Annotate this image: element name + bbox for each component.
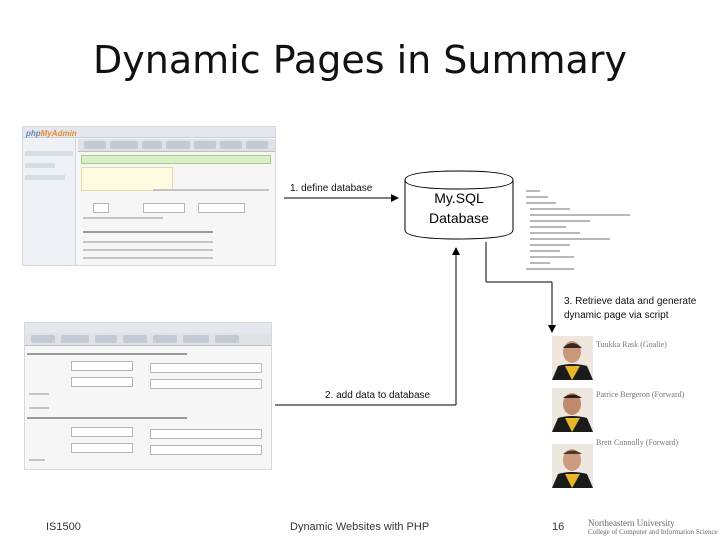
player-photo-1 (552, 336, 593, 380)
php-code-screenshot (522, 186, 632, 274)
annotation-step3-line2: dynamic page via script (564, 310, 669, 321)
player-name-3: Brett Connolly (Forward) (596, 438, 679, 447)
northeastern-logo: Northeastern University College of Compu… (588, 518, 718, 537)
phpmyadmin-insert-screenshot (24, 322, 272, 470)
footer-page-number: 16 (552, 521, 565, 533)
annotation-step1: 1. define database (290, 183, 373, 194)
player-name-2: Patrice Bergeron (Forward) (596, 390, 685, 399)
player-photo-3 (552, 444, 593, 488)
annotation-step3-line1: 3. Retrieve data and generate (564, 296, 697, 307)
slide-title: Dynamic Pages in Summary (93, 38, 627, 82)
pma-sidebar: phpMyAdmin (23, 129, 77, 265)
database-label-line1: My.SQL (434, 190, 484, 206)
database-label-line2: Database (429, 210, 489, 226)
footer-course: IS1500 (46, 521, 81, 533)
phpmyadmin-logo: phpMyAdmin (26, 129, 77, 138)
footer-title: Dynamic Websites with PHP (290, 521, 430, 533)
mysql-database-cylinder: My.SQL Database (404, 170, 514, 240)
player-photo-2 (552, 388, 593, 432)
phpmyadmin-browse-screenshot: phpMyAdmin (22, 126, 276, 266)
annotation-step2: 2. add data to database (325, 390, 431, 401)
player-name-1: Tuukka Rask (Goalie) (596, 340, 667, 349)
